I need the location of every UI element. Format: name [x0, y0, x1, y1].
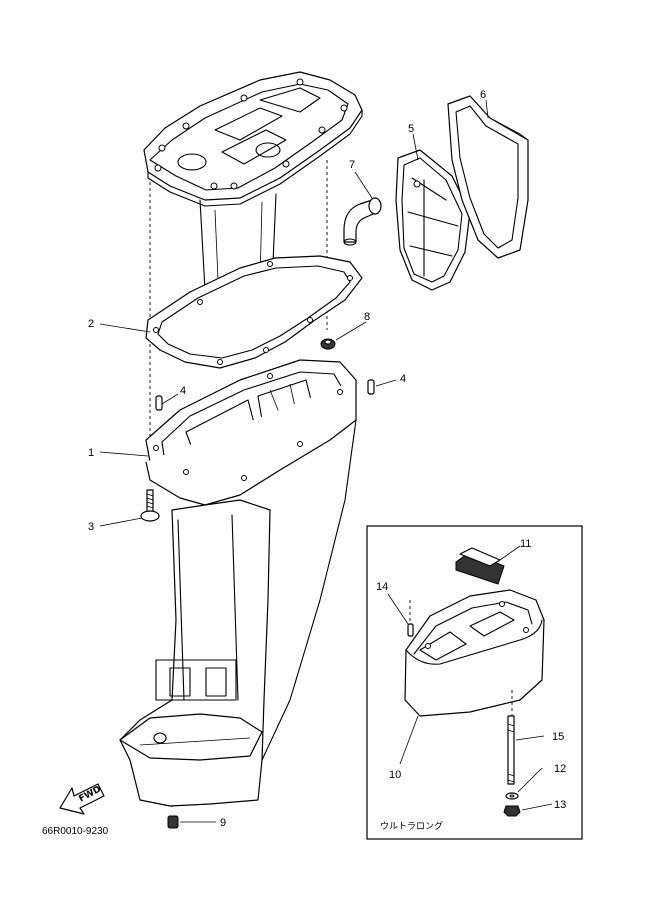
plug-part	[167, 815, 179, 829]
callout-6: 6	[480, 89, 486, 101]
callout-14: 14	[376, 581, 388, 593]
callout-7: 7	[349, 159, 355, 171]
dowel-pin-right	[367, 379, 375, 395]
leader-lines	[99, 99, 553, 823]
drawing-code: 66R0010-9230	[42, 826, 109, 837]
callout-numbers: 1 2 3 4 4 5 6 7 8 9 10 11 12 13 14 15	[88, 89, 566, 829]
bolt-part	[140, 489, 160, 522]
callout-11: 11	[520, 538, 531, 550]
callout-3: 3	[88, 521, 94, 533]
ultra-long-inset: ウルトラロング	[366, 525, 583, 840]
inset-caption: ウルトラロング	[380, 820, 443, 832]
callout-9: 9	[220, 817, 226, 829]
gasket-part	[145, 255, 363, 369]
fwd-arrow-icon: FWD	[59, 783, 105, 815]
callout-12: 12	[554, 763, 566, 775]
callout-15: 15	[552, 731, 564, 743]
callout-13: 13	[554, 799, 566, 811]
exhaust-guide-part	[143, 71, 363, 295]
callout-5: 5	[408, 123, 414, 135]
rubber-seal-part	[395, 149, 471, 291]
callout-2: 2	[88, 318, 94, 330]
dowel-pin-left	[155, 395, 163, 411]
upper-casing-part	[119, 359, 357, 807]
grommet-part	[320, 338, 336, 350]
callout-1: 1	[88, 447, 94, 459]
callout-10: 10	[389, 769, 401, 781]
callout-4-right: 4	[400, 373, 406, 385]
callout-8: 8	[364, 311, 370, 323]
seal-part	[447, 95, 529, 259]
hose-part	[343, 197, 382, 246]
callout-4-left: 4	[180, 385, 186, 397]
